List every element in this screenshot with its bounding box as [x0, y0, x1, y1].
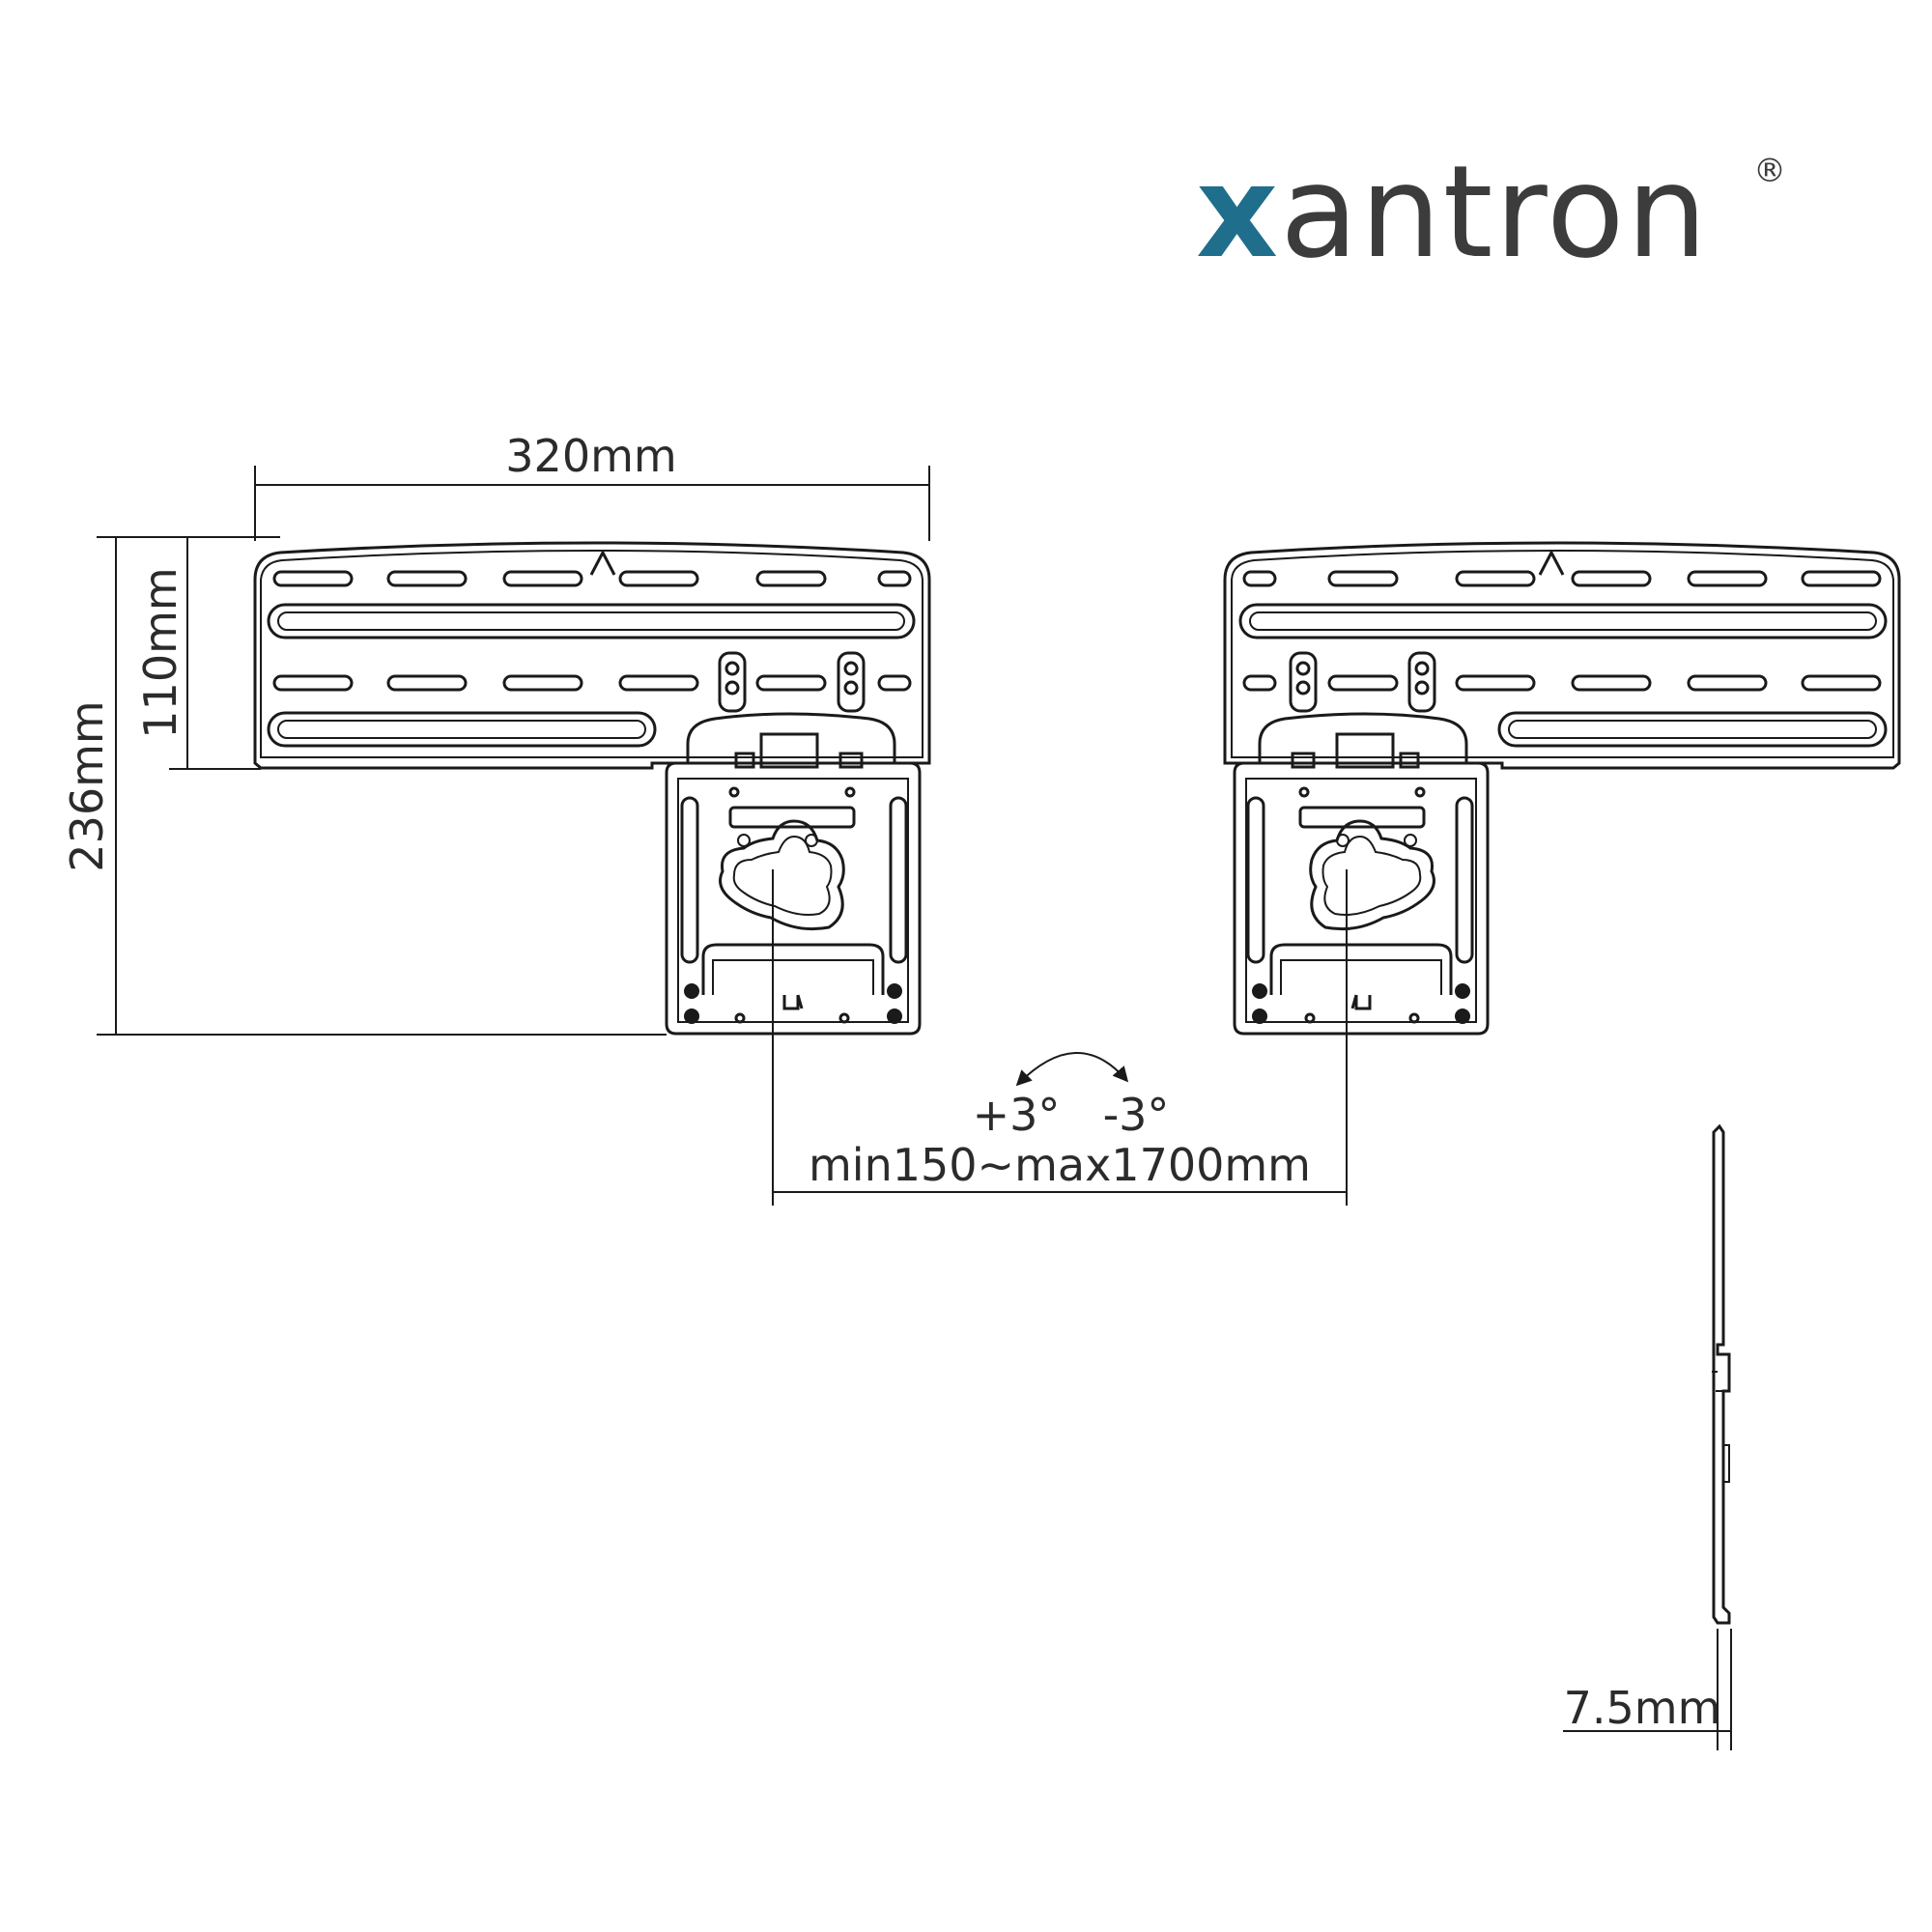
tilt-indicator: +3° -3°: [973, 1052, 1170, 1141]
tilt-plus-label: +3°: [973, 1089, 1061, 1141]
side-profile-view: [1712, 1123, 1731, 1625]
thickness-label: 7.5mm: [1564, 1682, 1721, 1734]
brand-logo-x: x: [1196, 138, 1280, 287]
spacing-label: min150~max1700mm: [809, 1139, 1311, 1191]
svg-text:xantron: xantron: [1196, 138, 1709, 287]
brand-logo: xantron ®: [1196, 138, 1786, 287]
registered-mark: ®: [1753, 152, 1786, 190]
left-mounting-plate: [253, 541, 931, 1036]
tilt-minus-label: -3°: [1103, 1089, 1170, 1141]
width-dimension: 320mm: [254, 430, 930, 541]
plate-height-label: 110mm: [134, 567, 186, 738]
brand-logo-rest: antron: [1280, 138, 1709, 287]
thickness-dimension: 7.5mm: [1563, 1629, 1732, 1750]
plate-height-dimension: 110mm: [134, 536, 280, 770]
width-label: 320mm: [505, 430, 676, 482]
total-height-dimension: 236mm: [61, 536, 667, 1036]
spacing-dimension: min150~max1700mm: [772, 869, 1348, 1206]
right-mounting-plate: [1223, 541, 1901, 1036]
total-height-label: 236mm: [61, 700, 113, 871]
